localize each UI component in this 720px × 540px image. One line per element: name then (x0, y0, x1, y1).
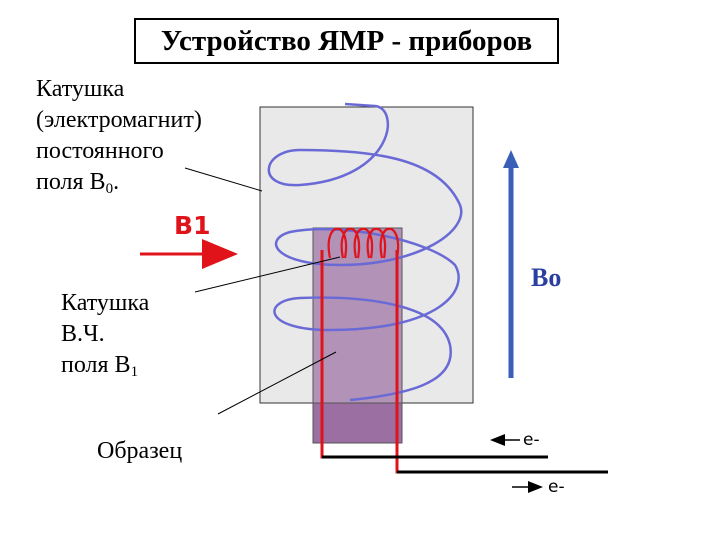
leader-coil-rf (194, 256, 341, 293)
label-b1-text: B (174, 211, 194, 240)
leader-sample (217, 351, 337, 415)
b0-coil (267, 102, 463, 402)
label-coil-rf-line2: В.Ч. (61, 321, 105, 347)
rf-coil (327, 227, 400, 259)
label-coil-b0-line4-sub: 0 (105, 181, 114, 197)
label-coil-b0-line2: (электромагнит) (36, 107, 202, 133)
label-b1-sub: 1 (193, 211, 211, 240)
b0-field-arrowhead (503, 150, 519, 168)
label-coil-b0-line4-prefix: поля B (36, 169, 106, 195)
label-sample: Образец (97, 438, 183, 464)
label-coil-b0-line4: поля B0. (36, 167, 202, 205)
label-coil-rf-line3-sub: 1 (130, 364, 139, 380)
label-b0-field: Bo (531, 263, 562, 292)
label-coil-b0-line3: постоянного (36, 138, 164, 164)
label-coil-rf-line3: поля B1 (61, 350, 149, 388)
label-coil-b0: Катушка (электромагнит) постоянного поля… (36, 74, 202, 205)
label-electron-top: e- (523, 430, 540, 450)
page-title: Устройство ЯМР - приборов (160, 24, 533, 57)
label-coil-rf-line3-prefix: поля B (61, 352, 131, 378)
label-coil-b0-line4-suffix: . (113, 169, 120, 195)
label-electron-bottom: e- (548, 477, 565, 497)
sample-tube-bottom (312, 402, 403, 444)
title-box: Устройство ЯМР - приборов (134, 18, 559, 64)
leader-coil-b0 (184, 167, 263, 192)
label-coil-b0-line1: Катушка (36, 76, 125, 102)
label-coil-rf: Катушка В.Ч. поля B1 (61, 288, 149, 388)
label-coil-rf-line1: Катушка (61, 290, 150, 316)
label-b1: B1 (174, 210, 210, 241)
